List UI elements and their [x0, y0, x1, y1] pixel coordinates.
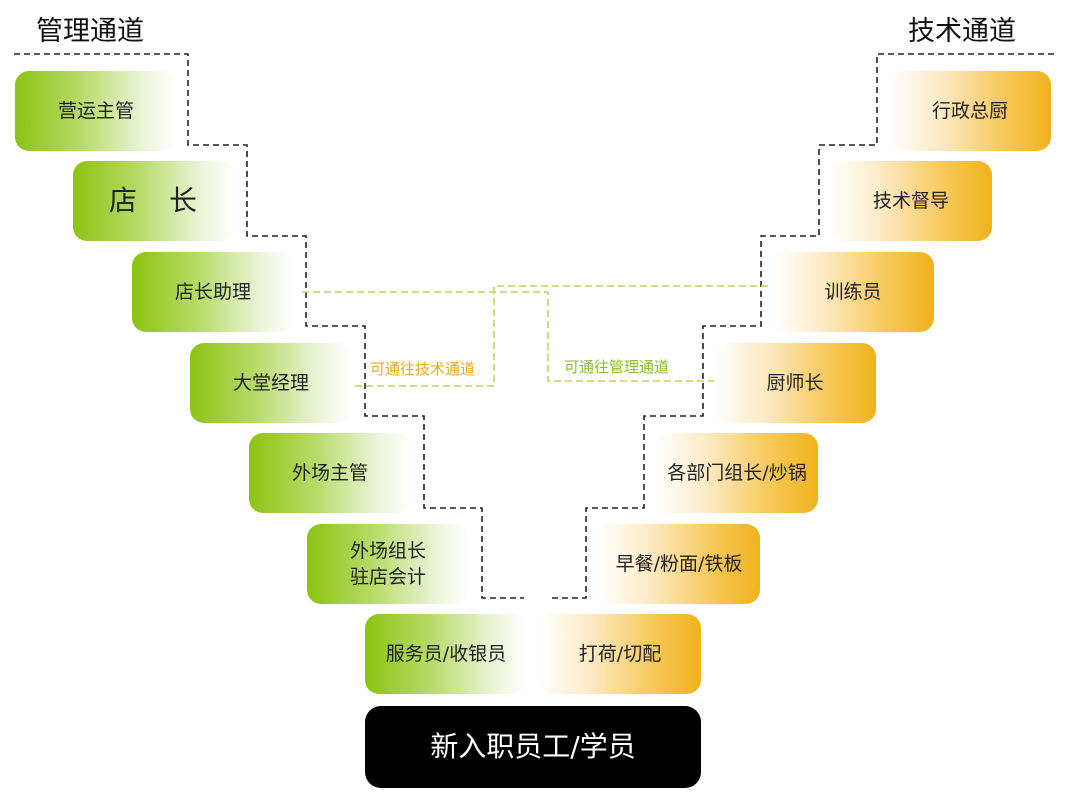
management-level-operations-supervisor: 营运主管 [15, 71, 177, 151]
level-label: 店长助理 [174, 281, 251, 303]
level-label: 各部门组长/炒锅 [667, 462, 807, 484]
to-management-path [352, 285, 768, 387]
level-label: 营运主管 [57, 100, 134, 122]
technical-level-trainer: 训练员 [772, 252, 934, 332]
management-level-store-manager: 店 长 [73, 161, 235, 241]
management-track-title: 管理通道 [36, 16, 144, 47]
technical-staircase-line [548, 53, 1054, 599]
technical-level-section-leader: 各部门组长/炒锅 [656, 433, 818, 513]
entry-level-label: 新入职员工/学员 [430, 730, 636, 763]
management-level-lobby-manager: 大堂经理 [190, 343, 352, 423]
management-level-floor-supervisor: 外场主管 [249, 433, 411, 513]
technical-level-executive-chef: 行政总厨 [889, 71, 1051, 151]
to-technical-path [302, 291, 715, 382]
level-label: 店 长 [108, 184, 199, 217]
management-staircase-line [14, 53, 524, 599]
technical-level-technical-supervisor: 技术督导 [830, 161, 992, 241]
level-label: 训练员 [824, 281, 882, 303]
level-label: 外场主管 [291, 462, 368, 484]
level-label: 外场组长 驻店会计 [349, 540, 426, 588]
level-label: 厨师长 [766, 372, 824, 394]
crossover-to-management-label: 可通往管理通道 [564, 358, 670, 376]
management-level-waiter-cashier: 服务员/收银员 [365, 614, 527, 694]
technical-level-prep-cook: 打荷/切配 [539, 614, 701, 694]
entry-level-new-employee: 新入职员工/学员 [365, 706, 701, 788]
level-label: 行政总厨 [931, 100, 1008, 122]
technical-track-title: 技术通道 [908, 16, 1016, 47]
management-level-assistant-manager: 店长助理 [132, 252, 294, 332]
level-label: 技术督导 [872, 190, 949, 212]
technical-level-station-cook: 早餐/粉面/铁板 [598, 524, 760, 604]
level-label: 打荷/切配 [578, 643, 662, 665]
level-label: 服务员/收银员 [385, 643, 507, 665]
management-level-floor-team-leader: 外场组长 驻店会计 [307, 524, 469, 604]
technical-level-head-chef: 厨师长 [714, 343, 876, 423]
level-label: 大堂经理 [232, 372, 309, 394]
level-label: 早餐/粉面/铁板 [615, 553, 743, 575]
crossover-to-technical-label: 可通往技术通道 [370, 360, 476, 378]
